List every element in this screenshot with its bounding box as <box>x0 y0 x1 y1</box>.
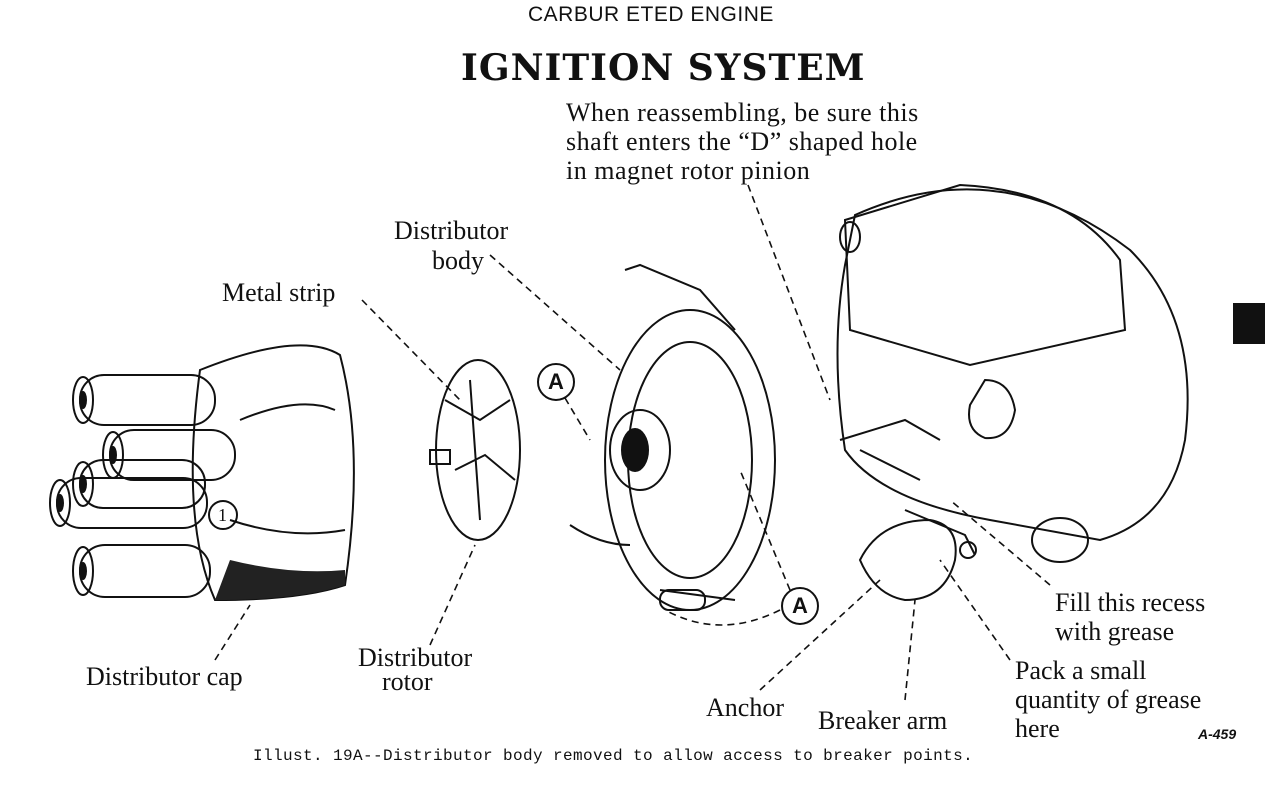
distributor-cap-drawing <box>49 344 355 602</box>
distributor-cap-label: Distributor cap <box>86 662 243 691</box>
leader-line <box>759 579 881 691</box>
distributor-body-label: Distributor body <box>394 216 508 276</box>
note-line: in magnet rotor pinion <box>566 156 811 185</box>
leader-line <box>361 299 461 401</box>
metal-strip-label: Metal strip <box>222 278 336 307</box>
label-line: body <box>432 246 484 275</box>
label-line: quantity of grease <box>1015 685 1202 714</box>
label-line: here <box>1015 714 1060 743</box>
leader-line <box>489 254 621 371</box>
callout-a-label: A <box>792 593 808 618</box>
anchor-label: Anchor <box>706 693 784 722</box>
label-line: rotor <box>382 667 433 696</box>
leader-line <box>949 499 1051 586</box>
leader-line <box>739 469 791 591</box>
distributor-body-drawing <box>569 263 776 611</box>
label-line: Fill this recess <box>1055 588 1206 617</box>
page-edge-tab <box>1233 303 1265 344</box>
figure-number: A-459 <box>1198 726 1237 742</box>
label-line: Distributor <box>358 643 473 672</box>
magneto-drawing <box>836 183 1189 602</box>
pack-grease-label: Pack a small quantity of grease here <box>1015 656 1201 743</box>
leader-line <box>904 599 916 701</box>
breaker-arm-label: Breaker arm <box>818 706 948 735</box>
section-header: CARBUR ETED ENGINE <box>528 3 774 26</box>
page-title: IGNITION SYSTEM <box>461 47 866 89</box>
callout-a-circle <box>537 363 575 401</box>
label-line: Distributor <box>394 216 509 245</box>
leader-line <box>747 184 831 401</box>
leader-line <box>429 544 476 646</box>
label-line: Pack a small <box>1015 656 1147 685</box>
fill-recess-label: Fill this recess with grease <box>1055 588 1205 646</box>
leader-line <box>564 397 591 441</box>
figure-caption: Illust. 19A--Distributor body removed to… <box>253 747 974 765</box>
leader-line <box>214 604 251 661</box>
note-line: When reassembling, be sure this <box>566 98 919 127</box>
distributor-rotor-drawing <box>429 359 521 541</box>
label-line: with grease <box>1055 617 1175 646</box>
callout-1-label: 1 <box>218 505 227 525</box>
note-line: shaft enters the “D” shaped hole <box>566 127 918 156</box>
distributor-rotor-label: Distributor rotor <box>358 643 472 697</box>
reassembly-note: When reassembling, be sure this shaft en… <box>566 98 919 185</box>
callout-a-circle <box>781 587 819 625</box>
leader-line <box>664 609 781 626</box>
callout-a-label: A <box>548 369 564 394</box>
leader-line <box>939 559 1011 661</box>
